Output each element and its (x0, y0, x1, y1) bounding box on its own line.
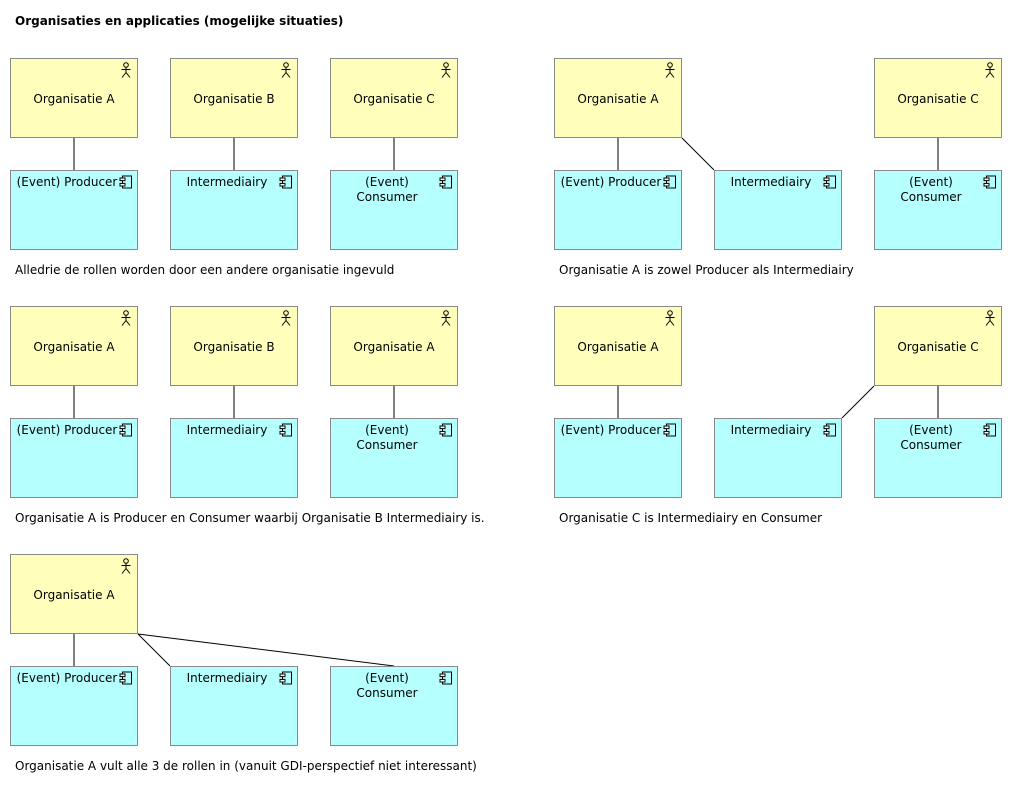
application-component-box[interactable]: (Event) Producer (10, 170, 138, 250)
actor-label: Organisatie B (193, 340, 275, 354)
application-component-icon (439, 175, 452, 189)
actor-icon (121, 62, 131, 78)
application-component-box[interactable]: (Event) Consumer (330, 170, 458, 250)
application-component-icon (119, 175, 132, 189)
connector-line (681, 137, 715, 171)
application-label: (Event) Producer (560, 423, 662, 437)
application-component-icon (823, 175, 836, 189)
application-component-icon (279, 175, 292, 189)
business-actor-box[interactable]: Organisatie A (10, 554, 138, 634)
business-actor-box[interactable]: Organisatie A (330, 306, 458, 386)
application-component-icon (279, 671, 292, 685)
application-component-icon (983, 175, 996, 189)
connector-line (137, 633, 171, 667)
business-actor-box[interactable]: Organisatie A (10, 306, 138, 386)
application-label: (Event) Producer (16, 175, 118, 189)
application-component-box[interactable]: Intermediairy (170, 666, 298, 746)
business-actor-box[interactable]: Organisatie A (554, 306, 682, 386)
application-component-box[interactable]: (Event) Consumer (874, 170, 1002, 250)
application-component-icon (983, 423, 996, 437)
scenario-caption: Alledrie de rollen worden door een ander… (15, 263, 395, 277)
application-component-icon (823, 423, 836, 437)
connector-line (841, 385, 875, 419)
application-label: Intermediairy (730, 175, 812, 189)
application-label: (Event) Producer (16, 671, 118, 685)
actor-icon (665, 62, 675, 78)
business-actor-box[interactable]: Organisatie B (170, 58, 298, 138)
actor-label: Organisatie A (33, 340, 115, 354)
application-component-icon (439, 423, 452, 437)
actor-icon (121, 310, 131, 326)
application-label: (Event) Consumer (356, 423, 418, 452)
application-component-box[interactable]: Intermediairy (170, 170, 298, 250)
actor-icon (985, 310, 995, 326)
scenario-caption: Organisatie A vult alle 3 de rollen in (… (15, 759, 477, 773)
actor-icon (441, 62, 451, 78)
business-actor-box[interactable]: Organisatie A (554, 58, 682, 138)
actor-label: Organisatie A (577, 340, 659, 354)
business-actor-box[interactable]: Organisatie C (874, 58, 1002, 138)
application-component-box[interactable]: (Event) Consumer (874, 418, 1002, 498)
connector-line (137, 633, 395, 667)
application-label: (Event) Consumer (900, 423, 962, 452)
business-actor-box[interactable]: Organisatie C (874, 306, 1002, 386)
actor-label: Organisatie B (193, 92, 275, 106)
actor-icon (665, 310, 675, 326)
application-component-box[interactable]: (Event) Producer (554, 418, 682, 498)
actor-label: Organisatie A (33, 588, 115, 602)
actor-label: Organisatie C (897, 340, 979, 354)
actor-label: Organisatie A (353, 340, 435, 354)
actor-icon (281, 310, 291, 326)
application-component-box[interactable]: (Event) Consumer (330, 418, 458, 498)
actor-icon (985, 62, 995, 78)
application-component-box[interactable]: Intermediairy (714, 418, 842, 498)
application-component-box[interactable]: (Event) Producer (10, 418, 138, 498)
scenario-caption: Organisatie C is Intermediairy en Consum… (559, 511, 823, 525)
application-component-icon (663, 175, 676, 189)
application-component-icon (663, 423, 676, 437)
application-component-box[interactable]: (Event) Consumer (330, 666, 458, 746)
business-actor-box[interactable]: Organisatie B (170, 306, 298, 386)
application-component-icon (439, 671, 452, 685)
application-component-icon (279, 423, 292, 437)
application-component-icon (119, 423, 132, 437)
application-component-box[interactable]: Intermediairy (714, 170, 842, 250)
actor-icon (121, 558, 131, 574)
business-actor-box[interactable]: Organisatie A (10, 58, 138, 138)
application-label: (Event) Consumer (356, 671, 418, 700)
application-label: Intermediairy (186, 423, 268, 437)
application-component-box[interactable]: (Event) Producer (10, 666, 138, 746)
application-label: Intermediairy (730, 423, 812, 437)
actor-label: Organisatie A (577, 92, 659, 106)
application-label: (Event) Consumer (356, 175, 418, 204)
application-component-icon (119, 671, 132, 685)
actor-label: Organisatie C (353, 92, 435, 106)
scenario-caption: Organisatie A is Producer en Consumer wa… (15, 511, 485, 525)
application-component-box[interactable]: (Event) Producer (554, 170, 682, 250)
application-label: Intermediairy (186, 671, 268, 685)
actor-label: Organisatie C (897, 92, 979, 106)
actor-icon (441, 310, 451, 326)
application-label: (Event) Producer (560, 175, 662, 189)
actor-label: Organisatie A (33, 92, 115, 106)
application-label: (Event) Producer (16, 423, 118, 437)
diagram-title: Organisaties en applicaties (mogelijke s… (15, 14, 344, 28)
application-label: (Event) Consumer (900, 175, 962, 204)
actor-icon (281, 62, 291, 78)
application-label: Intermediairy (186, 175, 268, 189)
business-actor-box[interactable]: Organisatie C (330, 58, 458, 138)
application-component-box[interactable]: Intermediairy (170, 418, 298, 498)
scenario-caption: Organisatie A is zowel Producer als Inte… (559, 263, 854, 277)
